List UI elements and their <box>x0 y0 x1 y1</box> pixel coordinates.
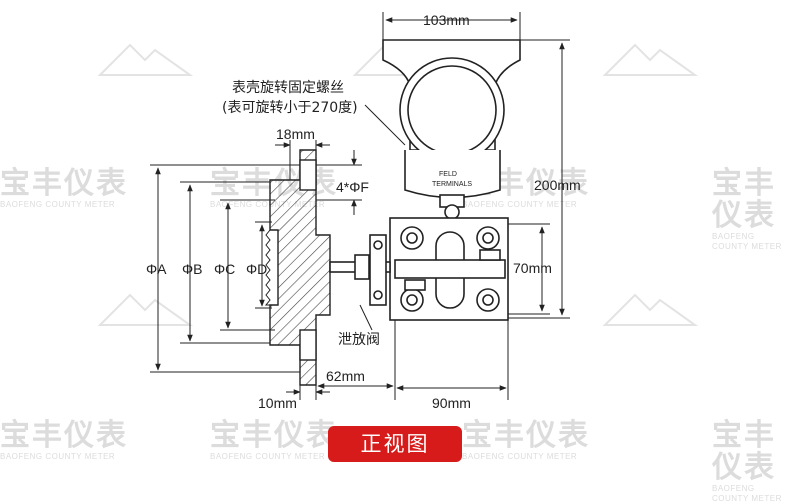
dim-label-18mm: 18mm <box>276 126 315 142</box>
flange-section <box>264 149 331 386</box>
dim-label-bolt-holes: 4*ΦF <box>336 179 369 195</box>
transmitter-housing <box>382 39 521 220</box>
dim-label-10mm: 10mm <box>258 395 297 411</box>
dim-bolt-holes <box>316 150 362 215</box>
process-flange <box>329 217 509 321</box>
dim-label-90mm: 90mm <box>432 395 471 411</box>
diameter-dimension-lines <box>150 164 300 373</box>
terminal-label-2: TERMINALS <box>432 181 472 188</box>
terminal-label-1: FELD <box>439 171 457 178</box>
leader-drain-valve <box>359 304 373 331</box>
annotation-housing-screw: 表壳旋转固定螺丝 <box>232 79 344 96</box>
view-label-badge: 正视图 <box>328 426 462 462</box>
dim-200mm <box>508 39 570 319</box>
dim-label-dia-d: ΦD <box>246 261 267 277</box>
dim-label-62mm: 62mm <box>326 368 365 384</box>
dim-label-dia-c: ΦC <box>214 261 235 277</box>
leader-housing-screw <box>364 104 406 146</box>
technical-drawing: FELD TERMINALS <box>97 12 699 411</box>
dim-label-200mm: 200mm <box>534 177 581 193</box>
dim-bottom <box>286 320 509 400</box>
dim-label-dia-a: ΦA <box>146 261 167 277</box>
dim-18mm <box>275 140 330 180</box>
dim-label-dia-b: ΦB <box>182 261 203 277</box>
dim-70mm <box>508 223 550 315</box>
dim-label-70mm: 70mm <box>513 260 552 276</box>
annotation-housing-rotation: (表可旋转小于270度) <box>222 100 358 116</box>
annotation-drain-valve: 泄放阀 <box>338 332 380 348</box>
dim-103mm <box>382 12 521 40</box>
dim-label-103mm: 103mm <box>423 12 470 28</box>
